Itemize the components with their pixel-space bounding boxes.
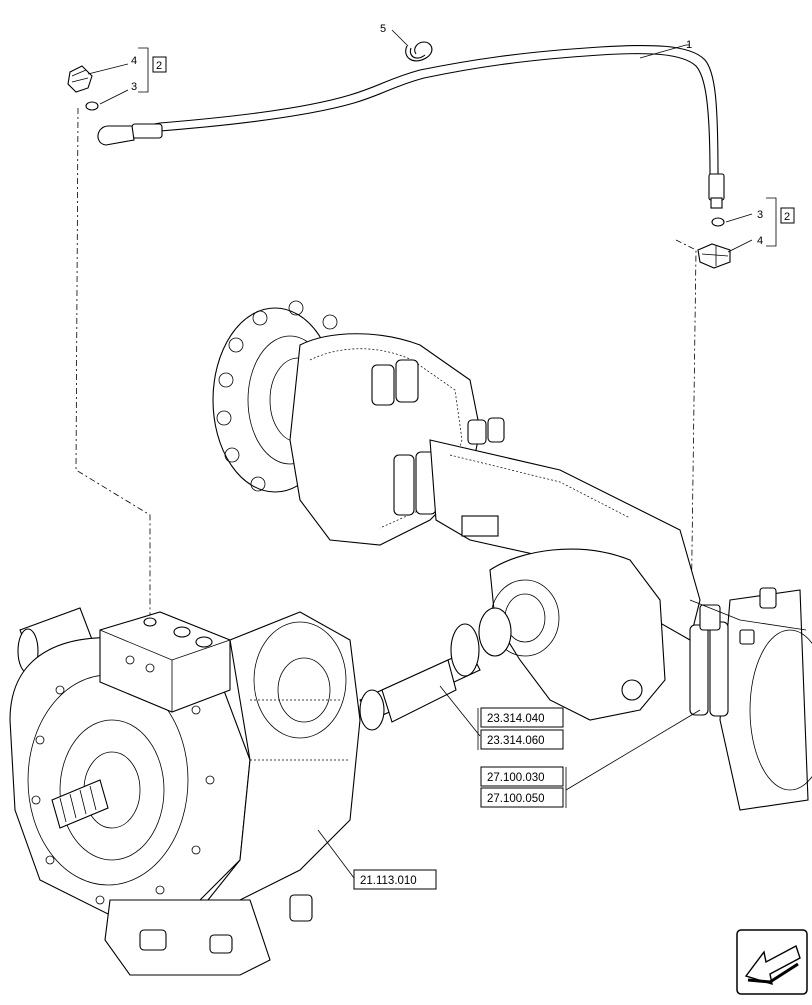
callout-item-1: 1 <box>686 39 692 51</box>
reference-leaders <box>317 685 701 879</box>
callout-right-item-3: 3 <box>757 209 763 221</box>
reference-21-113-010[interactable]: 21.113.010 <box>360 875 417 887</box>
reference-group-front-axle <box>480 766 567 808</box>
reference-23-314-040[interactable]: 23.314.040 <box>487 713 545 725</box>
reference-23-314-060[interactable]: 23.314.060 <box>487 735 545 747</box>
right-o-ring <box>711 217 725 227</box>
hydraulic-pipe <box>97 44 725 209</box>
reference-27-100-030[interactable]: 27.100.030 <box>487 772 545 784</box>
propeller-shaft <box>359 607 512 731</box>
callout-left-item-4: 4 <box>131 55 137 67</box>
right-elbow-fitting <box>697 243 731 269</box>
callout-left-item-3: 3 <box>131 81 137 93</box>
transmission-assembly <box>9 607 361 976</box>
callout-item-5: 5 <box>380 23 386 35</box>
assembly-center-lines <box>75 107 697 701</box>
callout-leaders <box>87 29 753 253</box>
group-brackets <box>138 47 777 247</box>
left-o-ring <box>85 101 99 111</box>
pipe-clip <box>405 41 433 62</box>
reference-27-100-050[interactable]: 27.100.050 <box>487 793 545 805</box>
callout-left-group-2: 2 <box>156 60 162 72</box>
previous-page-arrow-icon[interactable] <box>736 929 808 995</box>
callout-right-group-2: 2 <box>784 211 790 223</box>
reference-group-axle-drive <box>477 707 564 750</box>
left-elbow-fitting <box>67 65 93 93</box>
front-axle-assembly <box>212 300 812 811</box>
callout-right-item-4: 4 <box>757 235 763 247</box>
